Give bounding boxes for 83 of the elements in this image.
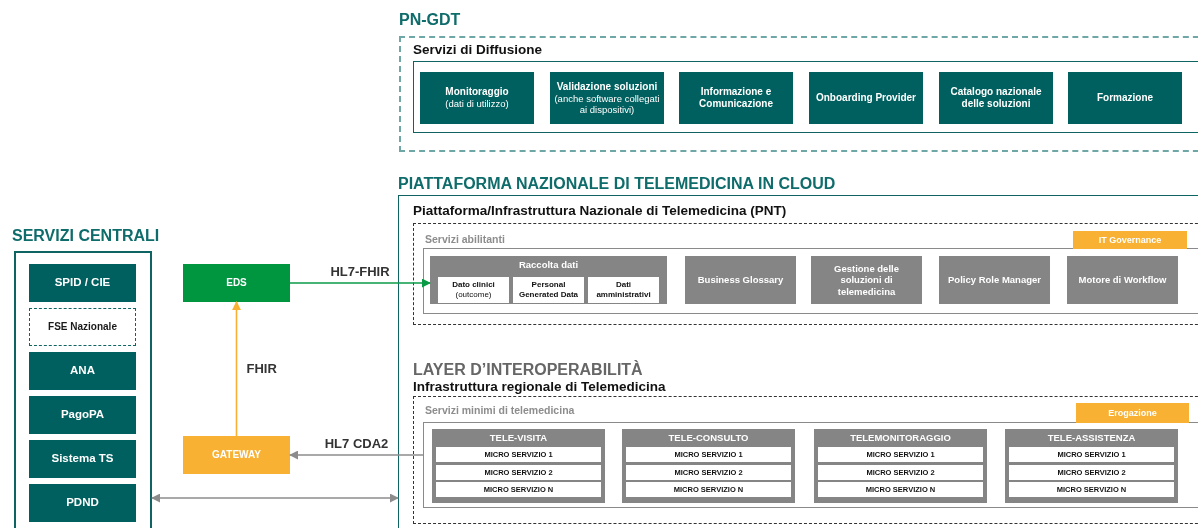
microservice-row — [626, 465, 791, 480]
service-box — [1068, 72, 1182, 124]
box-label: Dati amministrativi — [595, 280, 652, 300]
microservice-row — [436, 465, 601, 480]
box-label: Erogazione — [1108, 407, 1157, 419]
section-heading: Servizi di Diffusione — [413, 42, 543, 59]
service-box — [29, 440, 136, 478]
microservice-row — [626, 447, 791, 462]
box-label: TELE-CONSULTO — [668, 432, 749, 444]
section-heading: SERVIZI CENTRALI — [12, 226, 160, 246]
box-label: TELE-ASSISTENZA — [1047, 432, 1136, 444]
service-box — [679, 72, 793, 124]
box-label: Monitoraggio — [445, 86, 509, 99]
service-group — [814, 429, 987, 503]
service-group — [1005, 429, 1178, 503]
section-heading: LAYER D’INTEROPERABILITÀ — [413, 360, 643, 380]
box-label: PDND — [66, 496, 99, 510]
section-heading: Servizi minimi di telemedicina — [424, 404, 575, 417]
box-label: Gestione delle soluzioni di telemedicina — [833, 262, 900, 298]
tag — [1073, 231, 1187, 249]
service-box — [939, 72, 1053, 124]
box-label: ANA — [70, 364, 95, 378]
microservice-row — [818, 482, 983, 497]
service-box — [430, 256, 667, 304]
box-label: SPID / CIE — [54, 276, 111, 290]
tag — [1076, 403, 1189, 423]
box-label: PagoPA — [60, 408, 105, 422]
microservice-row — [818, 465, 983, 480]
service-box — [29, 484, 136, 522]
box-label: Raccolta dati — [518, 259, 579, 271]
eds-box — [183, 264, 290, 302]
arrow — [232, 301, 241, 437]
microservice-row — [1009, 465, 1174, 480]
microservice-row — [818, 447, 983, 462]
service-box — [420, 72, 534, 124]
gateway-box — [183, 436, 290, 474]
microservice-row — [626, 482, 791, 497]
data-box — [438, 277, 509, 303]
box-label: TELEMONITORAGGIO — [850, 432, 951, 444]
microservice-row — [1009, 447, 1174, 462]
section-heading: PN-GDT — [399, 10, 461, 30]
box-label: GATEWAY — [212, 449, 261, 461]
service-box — [685, 256, 796, 304]
section-heading: Piattaforma/Infrastruttura Nazionale di Telemedicina (PNT) — [413, 203, 787, 220]
box-label: (dati di utilizzo) — [445, 98, 509, 110]
box-label: Business Glossary — [697, 274, 784, 286]
microservice-row — [436, 482, 601, 497]
section-heading: Servizi abilitanti — [424, 233, 505, 246]
box-label: Sistema TS — [51, 452, 114, 466]
arrow — [289, 450, 424, 460]
arrow — [151, 493, 399, 503]
box-label: EDS — [226, 277, 247, 289]
service-box — [1067, 256, 1178, 304]
box-label: Catalogo nazionale delle soluzioni — [949, 86, 1043, 110]
service-box — [939, 256, 1050, 304]
box-label: Dato clinici — [452, 280, 495, 290]
service-box — [29, 396, 136, 434]
service-group — [432, 429, 605, 503]
service-box — [29, 352, 136, 390]
box-label: (outcome) — [455, 290, 492, 300]
arrow — [289, 278, 431, 288]
box-label: (anche software collegati ai dispositivi) — [554, 92, 660, 116]
section-heading: PIATTAFORMA NAZIONALE DI TELEMEDICINA IN CLOUD — [398, 174, 836, 194]
data-box — [588, 277, 659, 303]
microservice-row — [1009, 482, 1174, 497]
box-label: Personal Generated Data — [517, 280, 580, 300]
microservice-row — [436, 447, 601, 462]
service-box — [811, 256, 922, 304]
service-box — [550, 72, 664, 124]
box-label: Motore di Workflow — [1078, 274, 1167, 286]
section-heading: Infrastruttura regionale di Telemedicina — [413, 379, 666, 396]
box-label: Informazione e Comunicazione — [698, 86, 774, 110]
dashed-service-box — [29, 308, 136, 346]
box-label: Onboarding Provider — [816, 92, 916, 104]
service-group — [622, 429, 795, 503]
service-box — [29, 264, 136, 302]
box-label: FSE Nazionale — [48, 321, 117, 333]
box-label: Validazione soluzioni — [556, 80, 658, 93]
box-label: TELE-VISITA — [489, 432, 548, 444]
box-label: IT Governance — [1098, 234, 1162, 246]
service-box — [809, 72, 923, 124]
box-label: Formazione — [1096, 92, 1154, 104]
box-label: Policy Role Manager — [948, 274, 1041, 286]
